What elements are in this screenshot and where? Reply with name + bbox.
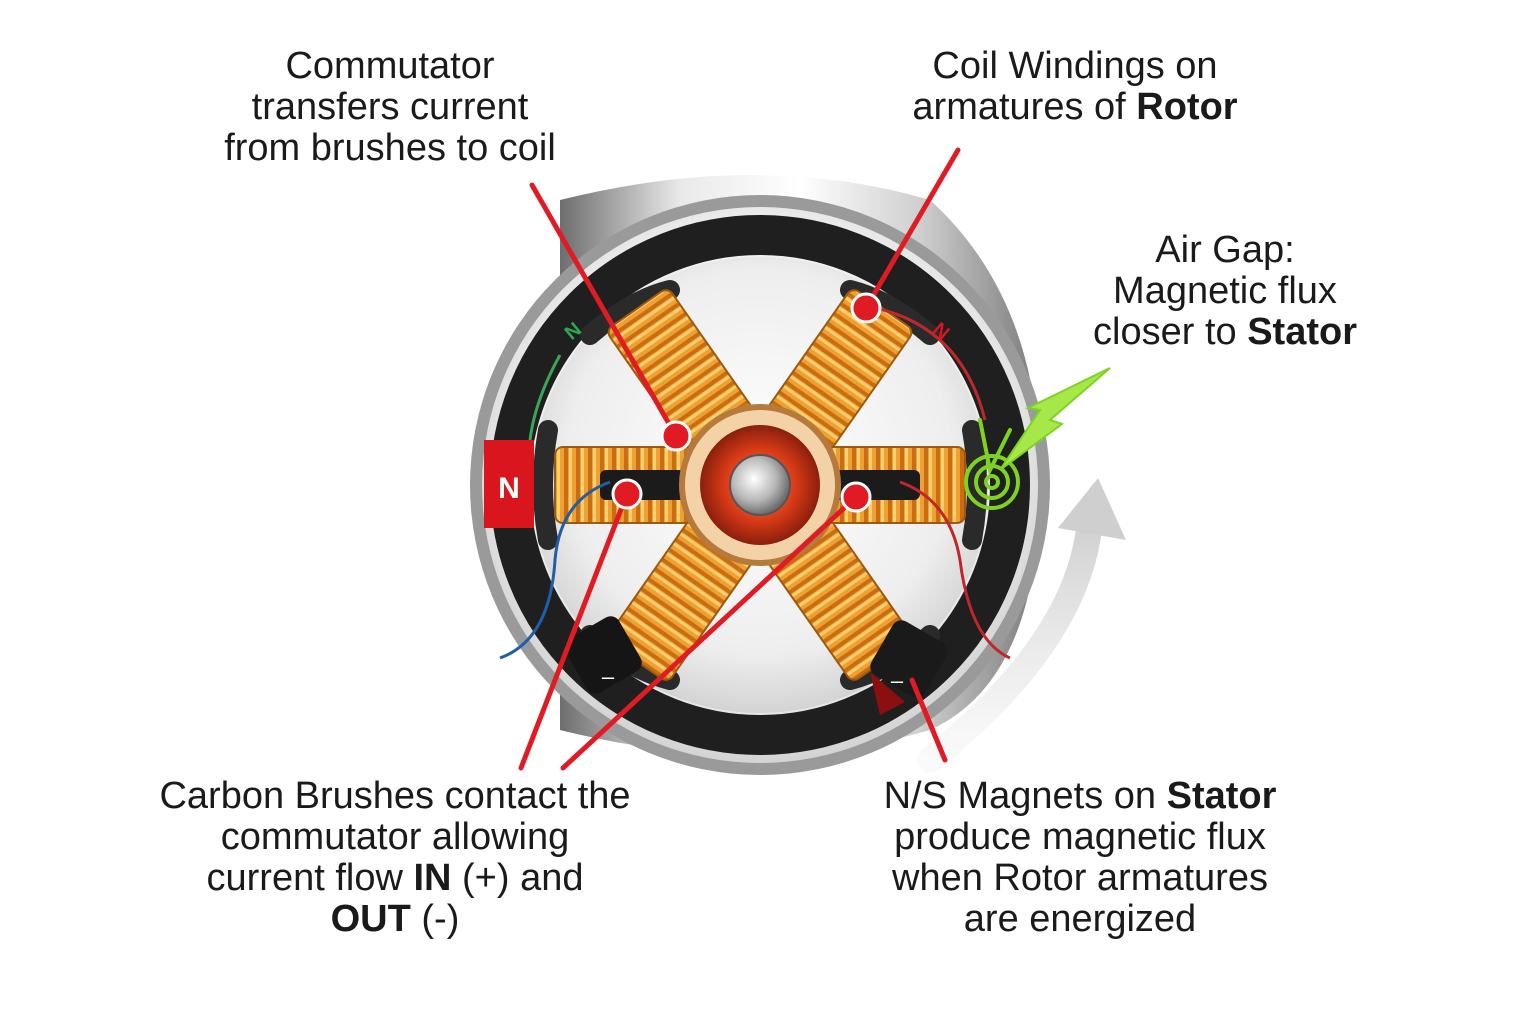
dot-brush-right	[840, 481, 872, 513]
callout-magnets-line1-text: N/S Magnets on	[883, 775, 1167, 817]
callout-magnets-line1-bold: Stator	[1166, 775, 1277, 817]
callout-coil-windings: Coil Windings on armatures of Rotor	[870, 46, 1280, 128]
callout-coil-line2-text: armatures of	[912, 86, 1137, 128]
callout-brushes-line3-post: (+) and	[451, 857, 584, 899]
callout-airgap-line3-bold: Stator	[1247, 311, 1357, 353]
leader-coil	[863, 147, 961, 311]
rotation-arrow	[917, 507, 1103, 773]
callout-coil-line1: Coil Windings on	[932, 45, 1218, 87]
leader-commutator	[529, 182, 679, 439]
terminal-left	[564, 616, 642, 694]
wire-blue	[499, 480, 611, 660]
callout-coil-line2-bold: Rotor	[1136, 86, 1238, 128]
shaft	[729, 454, 791, 516]
leader-brush-left	[518, 491, 630, 771]
pole-mark-left: N	[498, 472, 520, 505]
callout-stator-magnets: N/S Magnets on Stator produce magnetic f…	[840, 776, 1320, 940]
dot-brush-left	[611, 478, 643, 510]
flux-lightning-icon	[999, 367, 1111, 471]
callout-brushes-line3-text: current flow	[206, 857, 414, 899]
callout-commutator: Commutator transfers current from brushe…	[190, 46, 590, 169]
callout-brushes-line3-bold: IN	[413, 857, 452, 899]
callout-brushes-line4-post: (-)	[410, 898, 460, 940]
leader-dots	[611, 292, 882, 513]
wire-red	[899, 480, 1011, 660]
callout-magnets-line4: are energized	[963, 898, 1197, 940]
wire-red-top	[859, 303, 987, 421]
dot-coil	[850, 292, 882, 324]
leader-lines	[518, 147, 961, 771]
rotation-arrowhead	[1058, 478, 1126, 540]
callout-magnets-line3: when Rotor armatures	[892, 857, 1268, 899]
terminal-mark-left: –	[602, 664, 615, 689]
callout-commutator-line3: from brushes to coil	[224, 127, 556, 169]
dot-commutator	[660, 420, 692, 452]
callout-brushes-line2: commutator allowing	[220, 816, 570, 858]
callout-brushes-line1: Carbon Brushes contact the	[159, 775, 631, 817]
terminal-right	[870, 620, 948, 698]
callout-airgap-line2: Magnetic flux	[1113, 270, 1337, 312]
leader-brush-right	[560, 494, 859, 771]
callout-magnets-line2: produce magnetic flux	[894, 816, 1266, 858]
callout-brushes-line4: OUT (-)	[120, 899, 670, 940]
callout-commutator-line1: Commutator	[285, 45, 495, 87]
magnet-n-left	[484, 440, 534, 528]
terminal-mark-right: –	[891, 668, 904, 693]
callout-brushes-line4-bold: OUT	[330, 898, 411, 940]
callout-brushes-line3: current flow IN (+) and	[120, 858, 670, 899]
callout-air-gap: Air Gap: Magnetic flux closer to Stator	[1050, 230, 1400, 353]
callout-airgap-line1: Air Gap:	[1155, 229, 1295, 271]
callout-commutator-line2: transfers current	[251, 86, 529, 128]
green-flux-arc	[528, 354, 562, 441]
callout-coil-line2: armatures of Rotor	[870, 87, 1280, 128]
leader-magnet	[909, 677, 948, 763]
flux-glow	[978, 418, 1012, 477]
callout-magnets-line1: N/S Magnets on Stator	[840, 776, 1320, 817]
callout-airgap-line3: closer to Stator	[1050, 312, 1400, 353]
callout-carbon-brushes: Carbon Brushes contact the commutator al…	[120, 776, 670, 940]
callout-airgap-line3-text: closer to	[1093, 311, 1248, 353]
